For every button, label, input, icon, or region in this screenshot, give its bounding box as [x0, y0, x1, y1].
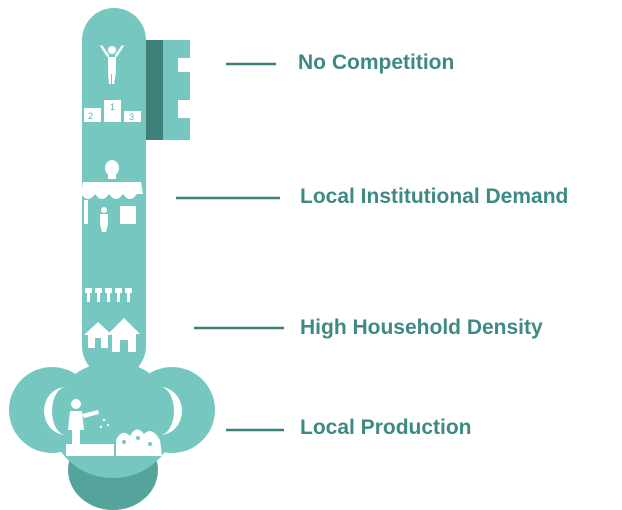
label-high-household-density: High Household Density: [300, 316, 543, 339]
podium-winner-icon: 2 1 3: [84, 45, 141, 122]
key-teeth-shadow: [141, 40, 163, 140]
household-density-icon: [84, 288, 140, 352]
farmer-garden-icon: [66, 399, 162, 456]
podium-number-1: 1: [110, 102, 115, 112]
podium-number-3: 3: [129, 112, 134, 122]
label-no-competition: No Competition: [298, 51, 455, 74]
podium-number-2: 2: [88, 111, 93, 121]
market-stall-icon: [81, 160, 143, 232]
key-bow-hole-left: [44, 387, 66, 435]
key-bow-hole-right: [160, 387, 182, 435]
label-local-production: Local Production: [300, 416, 472, 439]
label-local-institutional-demand: Local Institutional Demand: [300, 185, 569, 208]
key-teeth: [163, 40, 190, 140]
